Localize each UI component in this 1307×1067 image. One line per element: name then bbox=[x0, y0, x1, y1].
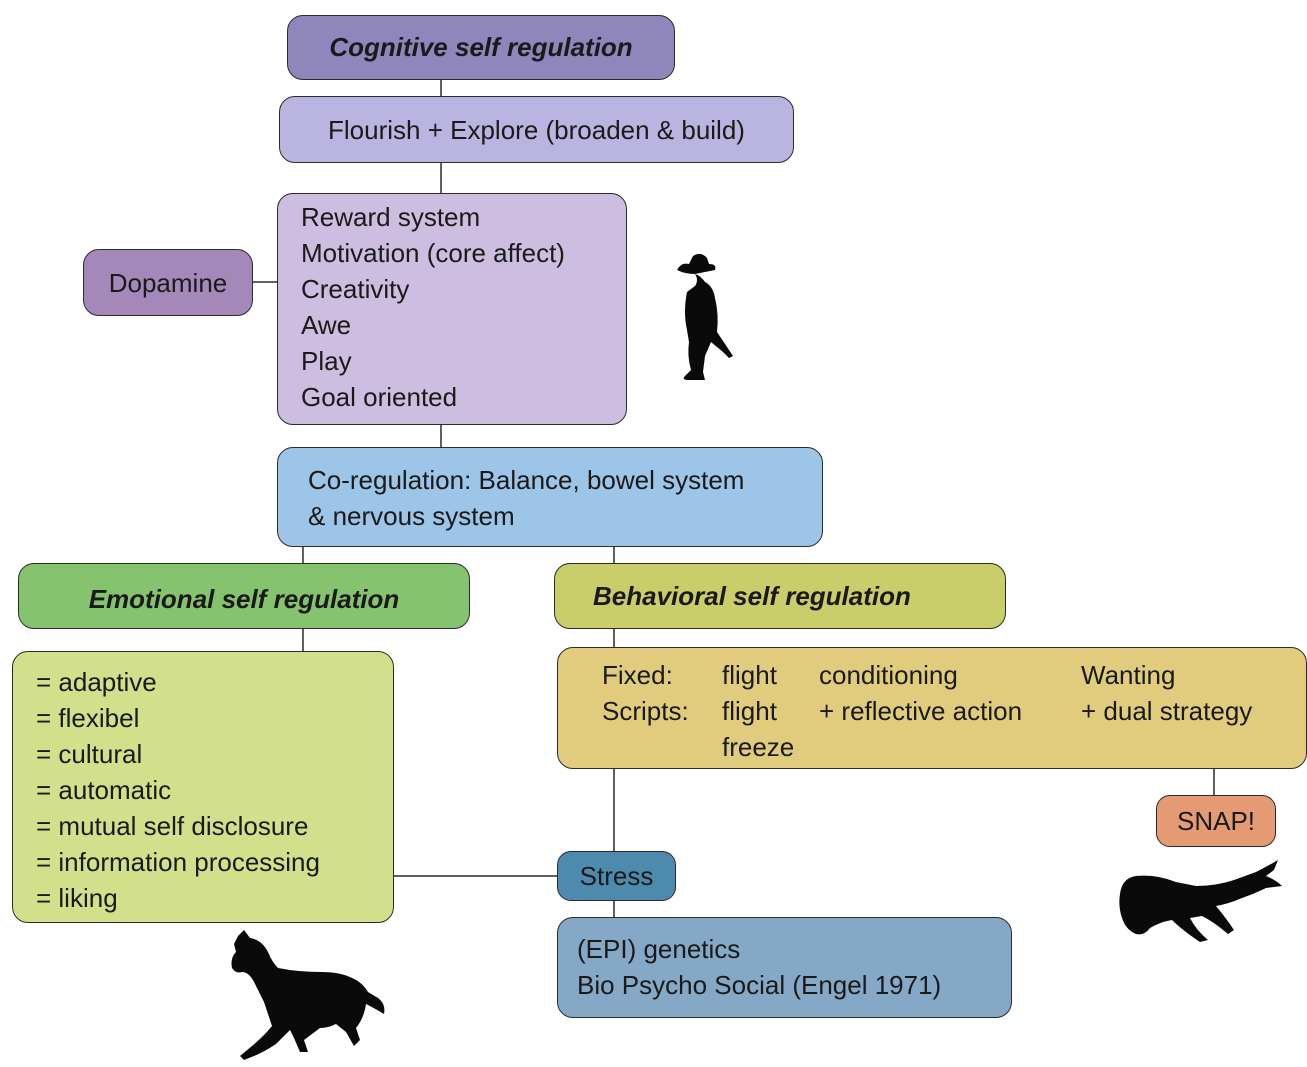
emotional-title-text: Emotional self regulation bbox=[88, 583, 400, 614]
behavioral-cell bbox=[602, 729, 722, 765]
stress-label: Stress bbox=[579, 861, 654, 891]
emotional-item: = mutual self disclosure bbox=[36, 811, 309, 841]
horse-silhouette-icon bbox=[231, 930, 385, 1060]
flourish-box: Flourish + Explore (broaden & build) bbox=[279, 96, 794, 163]
behavioral-cell: freeze bbox=[722, 732, 795, 762]
emotional-item: = information processing bbox=[36, 847, 320, 877]
reward-item: Awe bbox=[301, 310, 352, 340]
reward-item: Creativity bbox=[301, 274, 410, 304]
co-regulation-line: & nervous system bbox=[308, 501, 515, 531]
behavioral-cell: Scripts: bbox=[602, 696, 689, 726]
reward-item: Motivation (core affect) bbox=[301, 238, 565, 268]
behavioral-row: Scripts: flight + reflective action + du… bbox=[602, 693, 1306, 729]
snap-badge: SNAP! bbox=[1156, 795, 1276, 847]
cognitive-title-text: Cognitive self regulation bbox=[329, 32, 633, 62]
behavioral-self-regulation-title: Behavioral self regulation bbox=[554, 563, 1006, 629]
behavioral-title-text: Behavioral self regulation bbox=[593, 580, 911, 611]
cowboy-silhouette-icon bbox=[677, 253, 733, 380]
behavioral-cell: + reflective action bbox=[819, 696, 1023, 726]
behavioral-scripts-box: Fixed: flight conditioning Wanting Scrip… bbox=[557, 647, 1307, 769]
behavioral-cell: Fixed: bbox=[602, 660, 673, 690]
co-regulation-box: Co-regulation: Balance, bowel system & n… bbox=[277, 447, 823, 547]
dopamine-label: Dopamine bbox=[108, 267, 228, 298]
flourish-text: Flourish + Explore (broaden & build) bbox=[328, 114, 745, 145]
behavioral-cell: + dual strategy bbox=[1081, 696, 1253, 726]
emotional-item: = cultural bbox=[36, 739, 143, 769]
cognitive-self-regulation-title: Cognitive self regulation bbox=[287, 15, 675, 80]
behavioral-cell: conditioning bbox=[819, 660, 958, 690]
emotional-list-box: = adaptive = flexibel = cultural = autom… bbox=[12, 651, 394, 923]
reward-system-box: Reward system Motivation (core affect) C… bbox=[277, 193, 627, 425]
emotional-item: = flexibel bbox=[36, 703, 140, 733]
behavioral-row: freeze bbox=[602, 729, 1306, 765]
emotional-self-regulation-title: Emotional self regulation bbox=[18, 563, 470, 629]
behavioral-cell: Wanting bbox=[1081, 660, 1176, 690]
emotional-item: = adaptive bbox=[36, 667, 157, 697]
reward-item: Goal oriented bbox=[301, 382, 458, 412]
behavioral-cell bbox=[819, 729, 1081, 765]
co-regulation-line: Co-regulation: Balance, bowel system bbox=[308, 465, 745, 495]
emotional-item: = automatic bbox=[36, 775, 172, 805]
behavioral-cell: flight bbox=[722, 696, 777, 726]
emotional-item: = liking bbox=[36, 883, 118, 913]
genetics-box: (EPI) genetics Bio Psycho Social (Engel … bbox=[557, 917, 1012, 1018]
reward-item: Reward system bbox=[301, 202, 481, 232]
stress-box: Stress bbox=[557, 851, 676, 901]
genetics-line: (EPI) genetics bbox=[577, 934, 741, 964]
crocodile-silhouette-icon bbox=[1119, 860, 1282, 942]
genetics-line: Bio Psycho Social (Engel 1971) bbox=[577, 970, 942, 1000]
reward-item: Play bbox=[301, 346, 352, 376]
behavioral-row: Fixed: flight conditioning Wanting bbox=[602, 657, 1306, 693]
snap-label: SNAP! bbox=[1176, 806, 1256, 836]
dopamine-box: Dopamine bbox=[83, 249, 253, 316]
behavioral-cell: flight bbox=[722, 660, 777, 690]
